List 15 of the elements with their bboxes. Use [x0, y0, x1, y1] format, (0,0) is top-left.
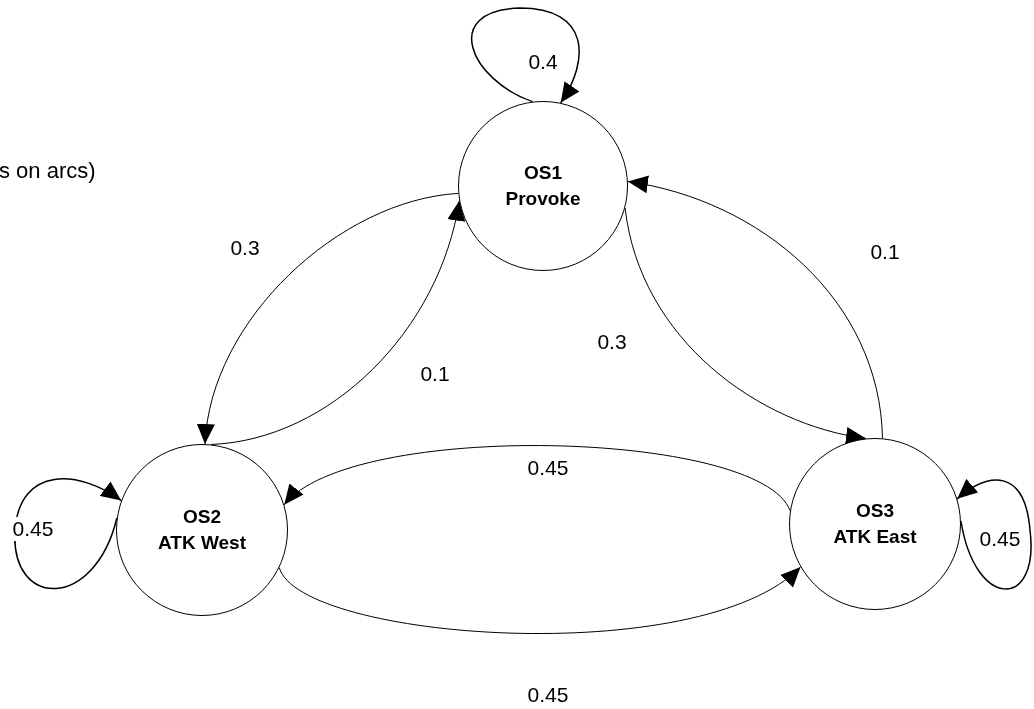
state-label: ATK West: [158, 531, 246, 555]
state-label: OS3: [856, 499, 894, 523]
state-label: OS2: [183, 505, 221, 529]
arrow: [956, 479, 1032, 590]
arrow: [470, 7, 580, 104]
arrow: [283, 445, 791, 512]
arrow: [627, 176, 883, 439]
edge-label: 0.45: [11, 517, 55, 541]
arrow: [14, 478, 122, 590]
note-text: s on arcs): [0, 158, 96, 184]
state-label: OS1: [524, 161, 562, 185]
state-label: Provoke: [505, 187, 581, 211]
state-label: ATK East: [833, 525, 917, 549]
arrow: [624, 207, 867, 444]
arrow: [278, 566, 801, 634]
